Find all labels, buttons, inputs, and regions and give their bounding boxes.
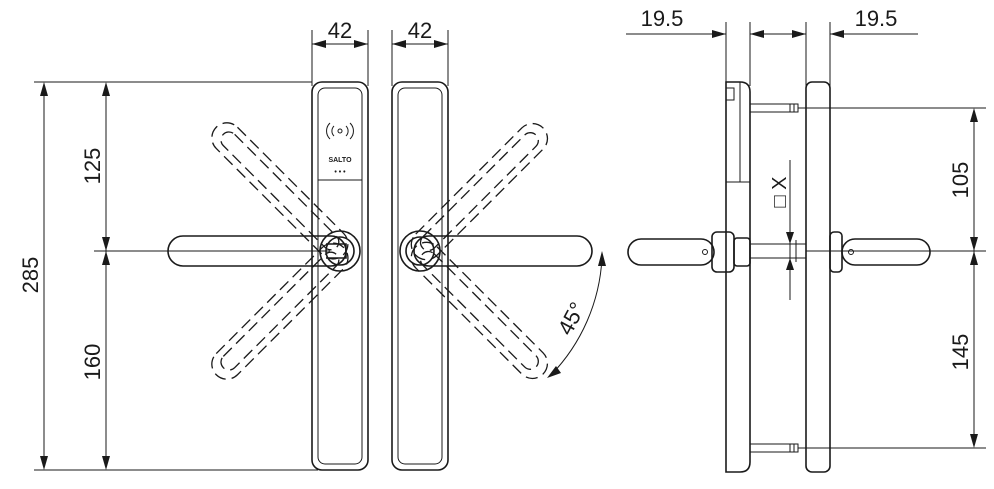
dim-side-heights: 105 145 — [798, 107, 986, 449]
front-handle-rotated-up — [211, 122, 349, 260]
front-handle — [167, 230, 361, 272]
label-front-width: 42 — [328, 18, 352, 43]
rfid-reader-icon — [326, 122, 354, 140]
back-handle-rotated-up — [410, 122, 549, 261]
label-upper-height: 125 — [80, 148, 105, 185]
dim-angle: 45° — [547, 251, 606, 378]
label-total-height: 285 — [18, 257, 43, 294]
back-handle — [399, 230, 593, 272]
label-side-right: 19.5 — [855, 6, 898, 31]
led-dots: • • • — [334, 169, 346, 176]
dim-total-height: 285 — [18, 81, 318, 471]
side-plate-inner — [805, 81, 831, 473]
label-side-left: 19.5 — [641, 6, 684, 31]
label-side-upper: 105 — [948, 162, 973, 199]
label-side-lower: 145 — [948, 334, 973, 371]
front-view: 285 125 160 42 — [18, 18, 369, 471]
side-bolt-bottom — [749, 443, 799, 453]
dim-side-offsets: 19.5 19.5 — [626, 6, 918, 86]
label-angle: 45° — [553, 298, 591, 339]
brand-logo: SALTO — [328, 157, 352, 164]
front-handle-rotated-down — [211, 242, 349, 380]
back-handle-rotated-down — [410, 241, 549, 380]
side-bolt-top — [749, 103, 799, 113]
dim-front-width: 42 — [311, 18, 369, 86]
label-back-width: 42 — [408, 18, 432, 43]
dim-upper-lower: 125 160 — [80, 82, 330, 470]
dim-back-width: 42 — [391, 18, 449, 86]
side-plate-outer — [725, 81, 751, 473]
label-lower-height: 160 — [80, 344, 105, 381]
label-spindle: □ X — [769, 177, 791, 208]
front-plate: SALTO • • • — [311, 81, 369, 471]
back-view: 42 45° — [391, 18, 606, 471]
side-handle-right — [829, 231, 931, 273]
side-handle-left — [627, 231, 751, 273]
side-spindle: □ X — [749, 160, 807, 300]
side-view: 19.5 19.5 — [626, 6, 986, 473]
back-plate — [391, 81, 449, 471]
